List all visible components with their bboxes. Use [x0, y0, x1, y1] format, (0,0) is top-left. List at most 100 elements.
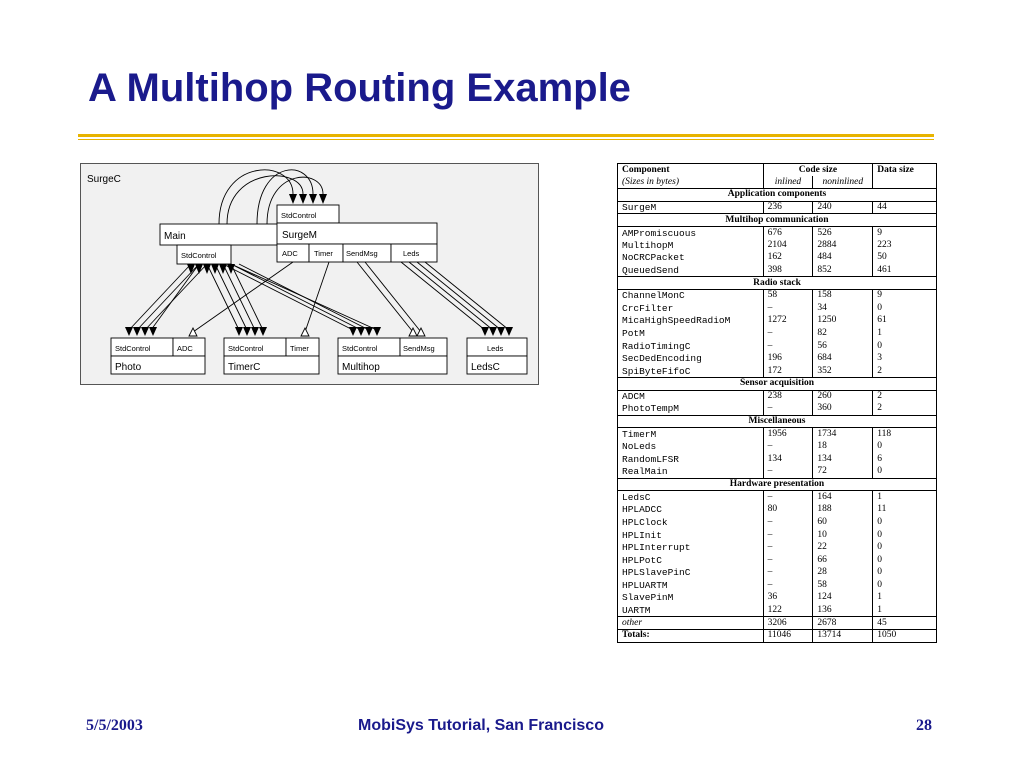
timerc-port-stdcontrol: StdControl [228, 344, 264, 353]
surgem-port-leds: Leds [403, 249, 420, 258]
noninlined-size-cell: 484 [812, 251, 874, 265]
inlined-size-cell: – [762, 402, 814, 416]
noninlined-size-cell: 72 [812, 465, 874, 479]
timerc-port-timer: Timer [290, 344, 309, 353]
inlined-size-cell: 2104 [762, 239, 814, 252]
other-noninlined: 2678 [812, 616, 874, 630]
photo-component: StdControl ADC Photo [110, 337, 206, 375]
noninlined-size-cell: 164 [812, 490, 874, 504]
surgem-component: StdControl SurgeM ADC Timer SendMsg Leds [276, 204, 438, 263]
noninlined-size-cell: 1734 [812, 427, 874, 441]
slide-title: A Multihop Routing Example [88, 66, 631, 110]
inlined-size-cell: 134 [762, 453, 814, 466]
filled-arrowheads [125, 194, 513, 336]
data-size-cell: 1 [872, 490, 937, 504]
inlined-size-cell: 236 [762, 201, 814, 214]
data-size-cell: 1 [872, 327, 937, 340]
inlined-size-cell: 196 [762, 352, 814, 365]
inlined-size-cell: 1956 [762, 427, 814, 441]
section-header-row: Multihop communication [617, 213, 937, 227]
inlined-size-cell: 122 [762, 604, 814, 617]
photo-port-adc: ADC [177, 344, 193, 353]
component-name-cell: RandomLFSR [617, 453, 764, 466]
component-name-cell: QueuedSend [617, 264, 764, 277]
title-underline-thin [78, 139, 934, 140]
ledsc-component: Leds LedsC [466, 337, 528, 375]
inlined-size-cell: – [762, 579, 814, 592]
data-size-cell: 0 [872, 553, 937, 567]
component-name-cell: MicaHighSpeedRadioM [617, 314, 764, 328]
section-header-row: Miscellaneous [617, 414, 937, 429]
noninlined-size-cell: 852 [812, 264, 874, 277]
inlined-size-cell: 398 [762, 264, 814, 277]
noninlined-size-cell: 360 [812, 402, 874, 416]
data-size-cell: 0 [872, 440, 937, 454]
component-name-cell: SecDedEncoding [617, 352, 764, 365]
data-size-cell: 44 [872, 201, 937, 214]
other-inlined: 3206 [762, 616, 814, 630]
data-size-cell: 0 [872, 566, 937, 580]
noninlined-size-cell: 10 [812, 528, 874, 542]
table-row-other: other 3206 2678 45 [617, 616, 937, 630]
component-name-cell: HPLADCC [617, 503, 764, 517]
data-size-cell: 0 [872, 302, 937, 315]
multihop-port-stdcontrol: StdControl [342, 344, 378, 353]
inlined-size-cell: – [762, 440, 814, 454]
noninlined-size-cell: 82 [812, 327, 874, 340]
inlined-size-cell: 676 [762, 226, 814, 240]
data-size-cell: 2 [872, 402, 937, 416]
units-noninlined: noninlined [812, 176, 874, 190]
data-size-cell: 0 [872, 541, 937, 554]
other-data: 45 [872, 616, 937, 630]
inlined-size-cell: 162 [762, 251, 814, 265]
inlined-size-cell: – [762, 541, 814, 554]
surgem-port-adc: ADC [282, 249, 298, 258]
data-size-cell: 0 [872, 516, 937, 529]
noninlined-size-cell: 18 [812, 440, 874, 454]
component-name-cell: SlavePinM [617, 591, 764, 605]
section-title: Multihop communication [617, 213, 937, 227]
component-name-cell: RadioTimingC [617, 339, 764, 353]
noninlined-size-cell: 124 [812, 591, 874, 605]
inlined-size-cell: – [762, 339, 814, 353]
noninlined-size-cell: 526 [812, 226, 874, 240]
noninlined-size-cell: 34 [812, 302, 874, 315]
section-header-row: Application components [617, 188, 937, 202]
component-name-cell: LedsC [617, 490, 764, 504]
timerc-name: TimerC [228, 362, 260, 373]
inlined-size-cell: – [762, 528, 814, 542]
noninlined-size-cell: 158 [812, 289, 874, 303]
component-name-cell: SpiByteFifoC [617, 365, 764, 378]
component-name-cell: PotM [617, 327, 764, 340]
data-size-cell: 9 [872, 226, 937, 240]
data-size-cell: 11 [872, 503, 937, 517]
data-size-cell: 6 [872, 453, 937, 466]
units-inlined: inlined [762, 176, 814, 190]
table-header-row: Component Code size Data size [617, 163, 937, 177]
component-name-cell: PhotoTempM [617, 402, 764, 416]
main-component: Main StdControl [159, 223, 297, 265]
surgem-port-sendmsg: SendMsg [346, 249, 378, 258]
header-code-size: Code size [762, 163, 874, 177]
units-label: (Sizes in bytes) [617, 176, 764, 190]
noninlined-size-cell: 56 [812, 339, 874, 353]
